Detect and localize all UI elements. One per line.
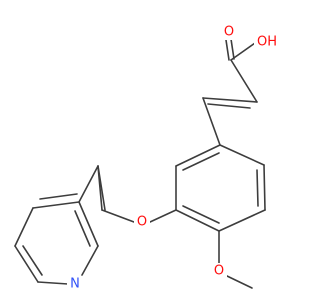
bond-pyr-4 — [14, 207, 34, 247]
atom-oh: OH — [257, 35, 277, 50]
bond-pyr-5-inner — [22, 245, 43, 276]
bond-alkene-ring — [202, 97, 221, 146]
atom-o-carbonyl: O — [224, 25, 234, 40]
bond-pyr-1 — [97, 165, 106, 211]
bond-alkene-double-b — [207, 103, 251, 109]
bond-ring-4-inner — [182, 205, 220, 224]
bond-ring-4 — [175, 209, 220, 232]
bond-pyr-7 — [81, 245, 99, 276]
bond-c-oh — [230, 42, 256, 61]
bond-ring-3 — [218, 209, 266, 232]
bond-pyr-2 — [78, 165, 99, 203]
bond-c-o-double-b — [230, 38, 235, 60]
bond-pyr-8 — [78, 201, 99, 247]
atom-n-pyridine: N — [70, 277, 80, 292]
bond-pyr-3 — [32, 201, 80, 209]
bond-acid-alkene — [230, 59, 258, 103]
bond-c-o-double-a — [225, 39, 230, 61]
bond-ring-6-inner — [182, 152, 220, 171]
bond-ring-ether-o — [149, 209, 177, 223]
atom-labels: O OH O O N — [67, 24, 280, 292]
atom-o-methoxy: O — [214, 264, 224, 279]
molecule-structure: O OH O O N — [14, 24, 280, 292]
bond-methoxy-ch3 — [226, 275, 253, 289]
bond-ether-ch2 — [101, 209, 135, 223]
bond-ring-2-inner — [256, 169, 259, 207]
bonds — [14, 38, 266, 289]
bond-ring-6 — [175, 144, 221, 167]
bond-pyr-5 — [14, 245, 39, 283]
bond-ring-1 — [219, 144, 265, 166]
bond-pyr-8-inner — [74, 210, 91, 247]
atom-o-ether: O — [137, 215, 147, 230]
bond-ring-2 — [263, 164, 266, 211]
bond-alkene-double-a — [202, 97, 258, 103]
bond-pyr-3-inner — [39, 193, 78, 200]
bond-pyr-6 — [37, 281, 69, 285]
